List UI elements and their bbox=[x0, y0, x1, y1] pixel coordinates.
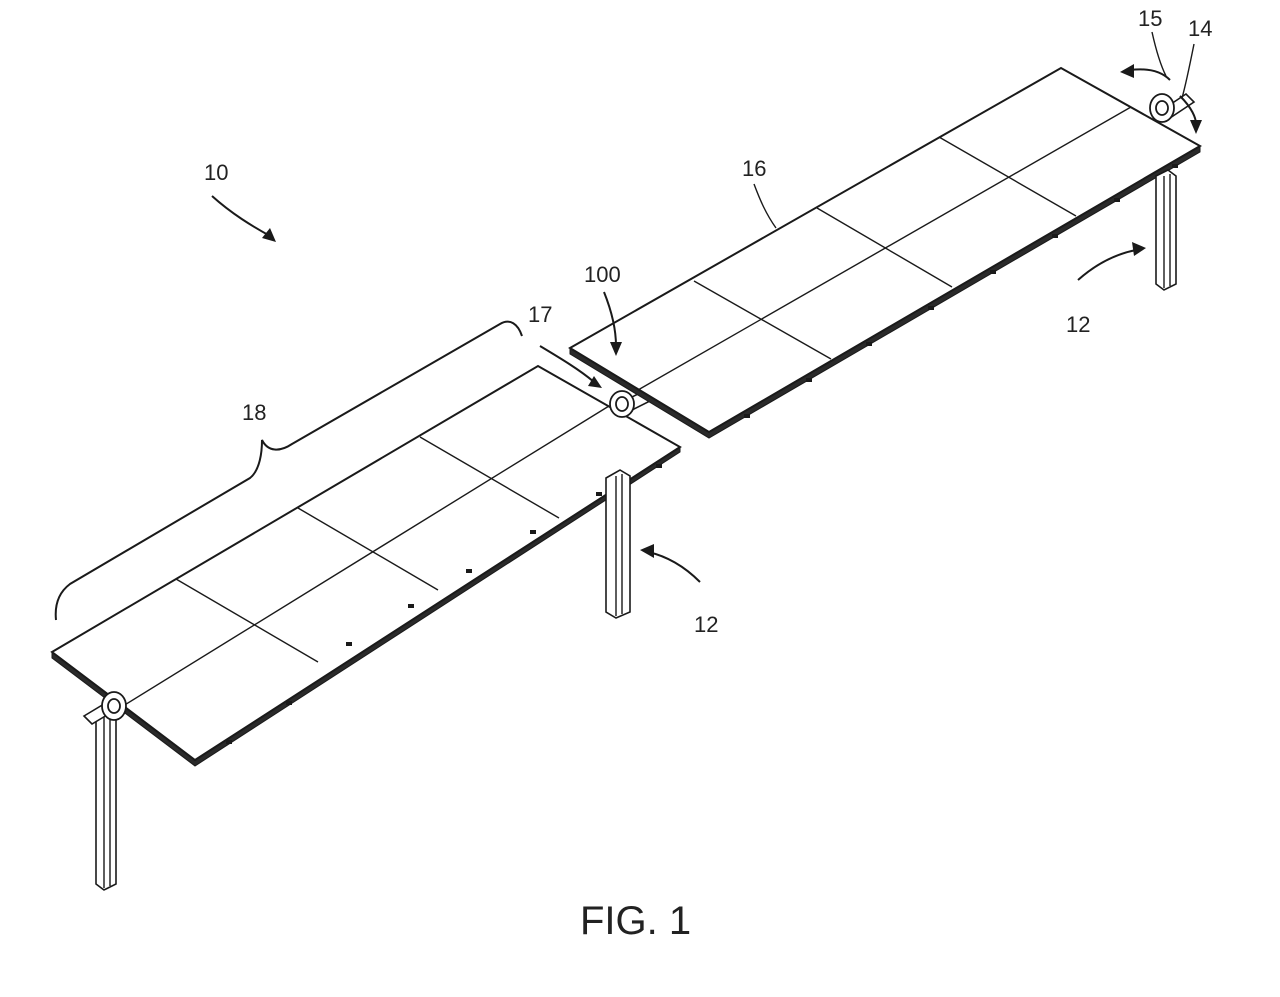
left-panel-top bbox=[52, 366, 680, 760]
label-support-right: 12 bbox=[1066, 312, 1090, 337]
label-joint: 17 bbox=[528, 302, 552, 327]
right-end-bearing bbox=[1150, 94, 1194, 122]
label-rotation: 15 bbox=[1138, 6, 1162, 31]
left-panel-assembly bbox=[52, 366, 680, 890]
right-panel-top bbox=[570, 68, 1200, 432]
right-end-post bbox=[1156, 170, 1176, 290]
label-panel-assembly: 100 bbox=[584, 262, 621, 287]
right-panel-assembly bbox=[570, 68, 1200, 438]
left-end-post bbox=[96, 706, 116, 890]
label-system: 10 bbox=[204, 160, 228, 185]
label-shaft: 14 bbox=[1188, 16, 1212, 41]
label-panel-edge: 16 bbox=[742, 156, 766, 181]
label-support-middle: 12 bbox=[694, 612, 718, 637]
middle-post bbox=[606, 470, 630, 618]
label-section: 18 bbox=[242, 400, 266, 425]
figure-caption: FIG. 1 bbox=[580, 899, 691, 943]
